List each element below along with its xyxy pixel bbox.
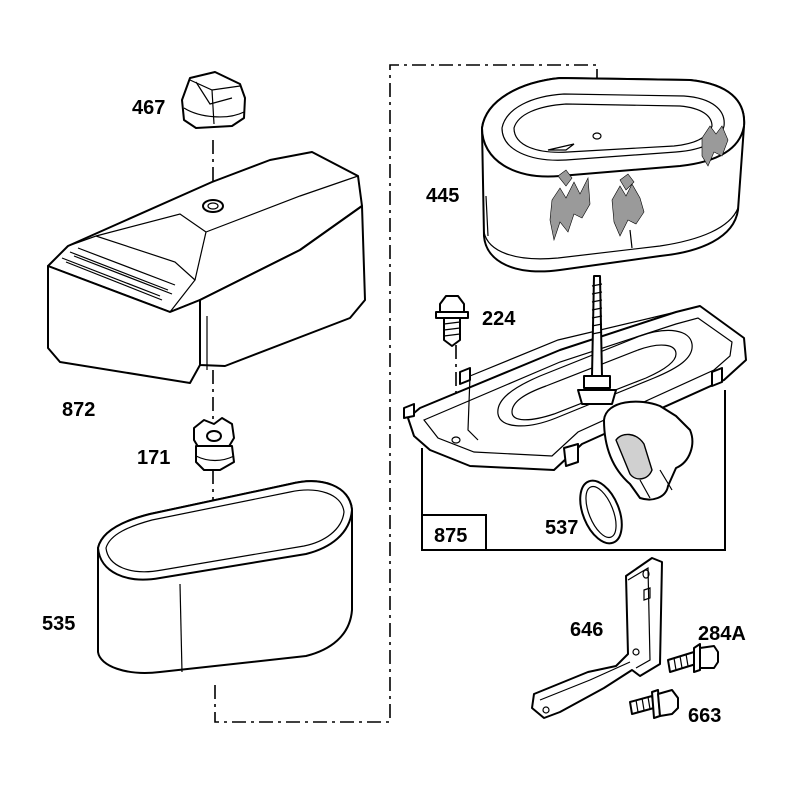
- label-872: 872: [62, 399, 95, 421]
- label-537: 537: [545, 517, 578, 539]
- stud: [577, 275, 617, 405]
- label-171: 171: [137, 447, 170, 469]
- part-646-bracket[interactable]: [531, 557, 663, 719]
- part-224-screw[interactable]: [435, 295, 469, 347]
- label-284A: 284A: [698, 623, 746, 645]
- part-537-o-ring[interactable]: [572, 475, 630, 550]
- label-445: 445: [426, 185, 459, 207]
- part-535-pre-cleaner[interactable]: [97, 480, 353, 674]
- label-467: 467: [132, 97, 165, 119]
- pleat-pattern: [549, 125, 729, 242]
- part-663-screw[interactable]: [629, 689, 679, 719]
- label-535: 535: [42, 613, 75, 635]
- part-467-knob[interactable]: [181, 71, 246, 129]
- part-445-air-filter[interactable]: [481, 77, 746, 273]
- label-663: 663: [688, 705, 721, 727]
- part-171-grommet[interactable]: [193, 417, 235, 471]
- part-284A-screw[interactable]: [667, 643, 719, 673]
- part-872-air-cleaner-cover[interactable]: [47, 151, 366, 384]
- part-labels: 467 872 171 535 445 224 875 537 646 284A…: [42, 97, 746, 727]
- label-646: 646: [570, 619, 603, 641]
- label-224: 224: [482, 308, 516, 330]
- label-875: 875: [434, 525, 467, 547]
- part-875-base-assembly[interactable]: [403, 275, 747, 551]
